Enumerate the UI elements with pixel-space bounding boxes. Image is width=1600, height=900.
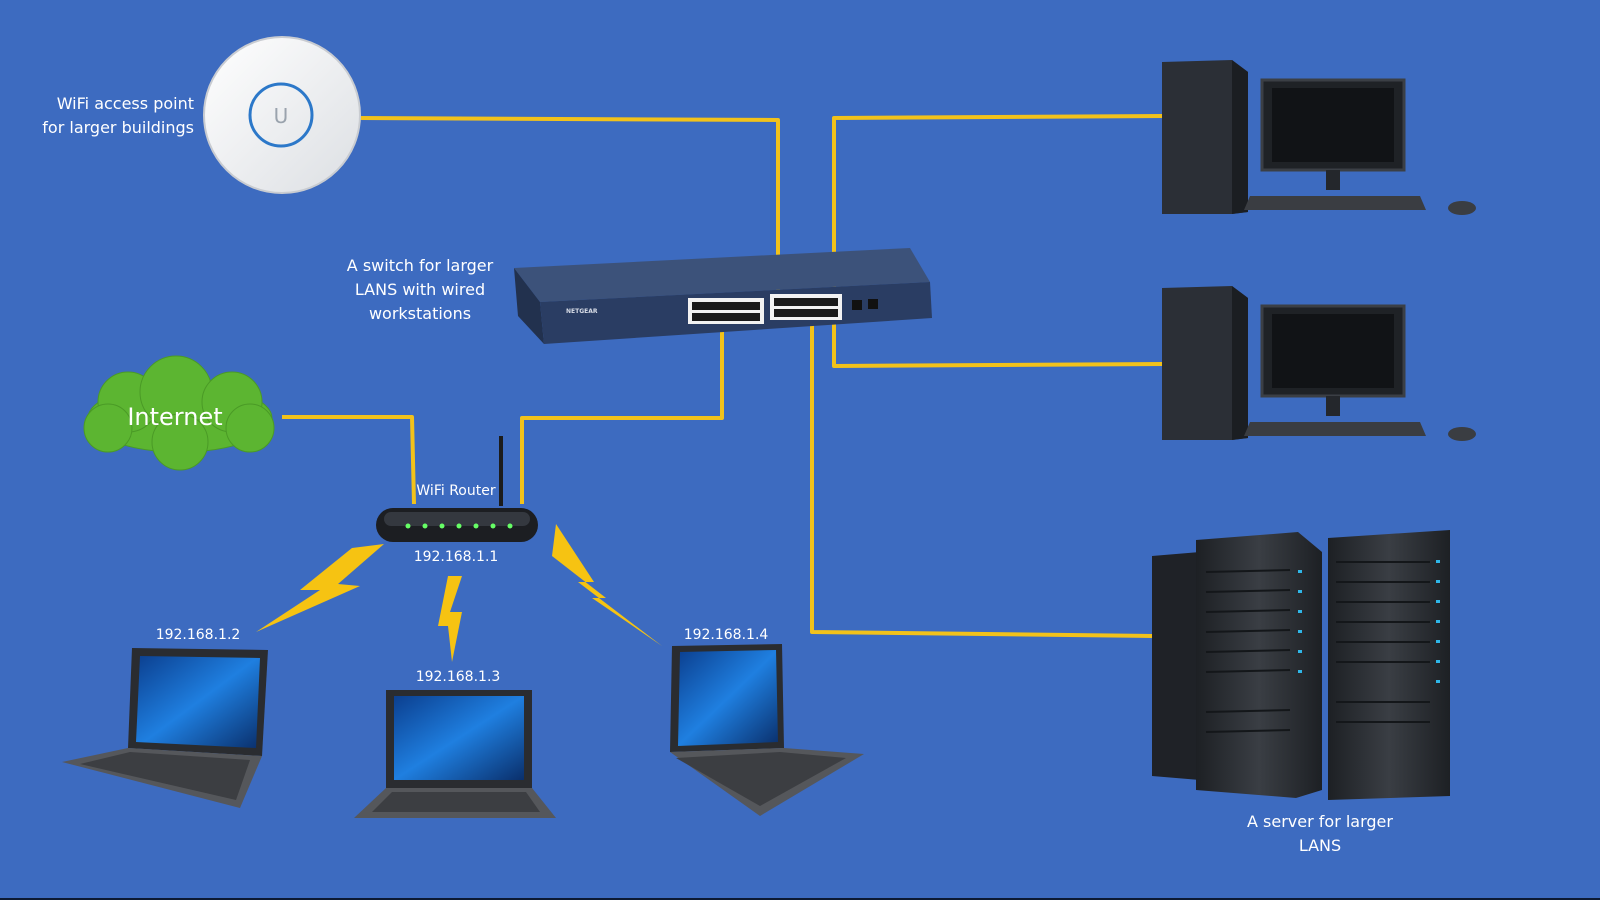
cable-router-to-switch <box>520 318 724 504</box>
server-label: A server for larger LANS <box>1247 812 1393 855</box>
laptop-3 <box>670 644 864 816</box>
desktop-workstation-1 <box>1162 60 1476 215</box>
network-switch-icon: NETGEAR <box>514 248 932 344</box>
wifi-access-point-icon: U <box>203 36 361 194</box>
desktop-workstation-icon <box>1162 60 1476 441</box>
bottom-edge-bar <box>0 898 1600 900</box>
laptop-2-ip-label: 192.168.1.3 <box>415 669 501 685</box>
internet-label: Internet <box>127 403 223 431</box>
cable-switch-to-server <box>810 316 1153 638</box>
switch-port-bank-1 <box>688 298 764 324</box>
router-ip-label: 192.168.1.1 <box>413 549 499 565</box>
lightning-bolt-left <box>256 544 384 632</box>
lightning-bolt-middle <box>438 576 462 662</box>
server-rack-icon <box>1152 530 1450 800</box>
cable-internet-to-router <box>282 415 416 505</box>
server-drive-bays <box>1205 561 1430 733</box>
wifi-ap-label: WiFi access point for larger buildings <box>42 94 194 137</box>
wifi-router-icon <box>376 436 538 542</box>
laptop-3-ip-label: 192.168.1.4 <box>683 627 769 643</box>
laptop-2 <box>354 690 556 818</box>
laptop-1-ip-label: 192.168.1.2 <box>155 627 241 643</box>
switch-label: A switch for larger LANS with wired work… <box>346 256 494 323</box>
laptop-1 <box>62 648 268 808</box>
server-status-lights <box>1298 560 1440 683</box>
lightning-bolt-right <box>552 524 662 646</box>
laptop-icon <box>62 644 864 818</box>
router-label: WiFi Router <box>416 483 496 499</box>
cable-switch-to-desktop1 <box>832 114 1163 300</box>
desktop-workstation-2 <box>1162 286 1476 441</box>
switch-brand-text: NETGEAR <box>566 308 598 315</box>
cable-ap-to-switch <box>357 116 780 300</box>
switch-port-bank-2 <box>770 294 842 320</box>
internet-cloud-icon <box>83 355 275 471</box>
lightning-icon <box>256 524 662 662</box>
ap-logo-text: U <box>274 104 289 128</box>
